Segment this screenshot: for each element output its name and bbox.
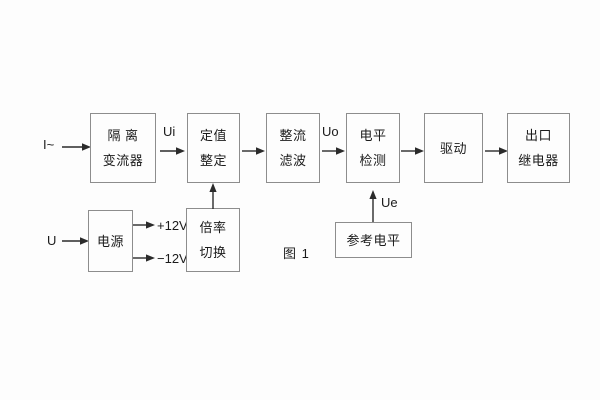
block-isolation: 隔 离 变流器 <box>90 113 156 183</box>
arrow-rail-positive <box>133 219 157 231</box>
block-output-relay: 出口 继电器 <box>507 113 570 183</box>
block-power-supply-line-1: 电源 <box>96 233 124 249</box>
block-rectify: 整流 滤波 <box>266 113 320 183</box>
block-setting: 定值 整定 <box>187 113 240 183</box>
block-output-relay-line-1: 出口 <box>524 128 552 143</box>
block-level-detect-line-1: 电平 <box>359 128 387 143</box>
block-level-detect: 电平 检测 <box>346 113 400 183</box>
block-drive-line-1: 驱动 <box>439 140 467 156</box>
arrow-multiplier-switch-to-setting <box>207 183 219 209</box>
block-level-detect-line-2: 检测 <box>359 153 387 168</box>
label-rail-positive: +12V <box>157 218 188 233</box>
label-ui: Ui <box>163 124 176 139</box>
block-output-relay-line-2: 继电器 <box>518 153 559 168</box>
arrow-level-detect-to-drive <box>401 144 425 158</box>
label-uo: Uo <box>322 124 339 139</box>
block-multiplier-switch-line-1: 倍率 <box>199 220 227 235</box>
arrow-reference-level-to-level-detect <box>367 190 379 222</box>
block-isolation-line-1: 隔 离 <box>107 128 139 143</box>
label-voltage-input: U <box>47 233 57 248</box>
arrow-setting-to-rectify <box>242 144 266 158</box>
block-rectify-line-2: 滤波 <box>279 153 307 168</box>
block-reference-level: 参考电平 <box>335 222 412 258</box>
label-rail-negative: −12V <box>157 251 188 266</box>
arrow-current-to-isolation <box>62 140 92 154</box>
block-isolation-line-2: 变流器 <box>102 153 144 168</box>
block-multiplier-switch-line-2: 切换 <box>199 245 227 260</box>
block-multiplier-switch: 倍率 切换 <box>186 208 240 272</box>
block-reference-level-line-1: 参考电平 <box>346 232 401 248</box>
figure-caption: 图 1 <box>283 246 310 261</box>
block-drive: 驱动 <box>424 113 483 183</box>
label-current-input: I~ <box>43 137 55 152</box>
label-ue: Ue <box>381 195 398 210</box>
arrow-isolation-to-setting <box>160 144 186 158</box>
block-power-supply: 电源 <box>88 210 133 272</box>
arrow-rectify-to-level-detect <box>322 144 346 158</box>
arrow-voltage-to-power-supply <box>62 234 90 248</box>
arrow-rail-negative <box>133 252 157 264</box>
block-setting-line-1: 定值 <box>199 128 227 143</box>
arrow-drive-to-output-relay <box>485 144 509 158</box>
block-rectify-line-1: 整流 <box>279 128 307 143</box>
block-setting-line-2: 整定 <box>199 153 227 168</box>
